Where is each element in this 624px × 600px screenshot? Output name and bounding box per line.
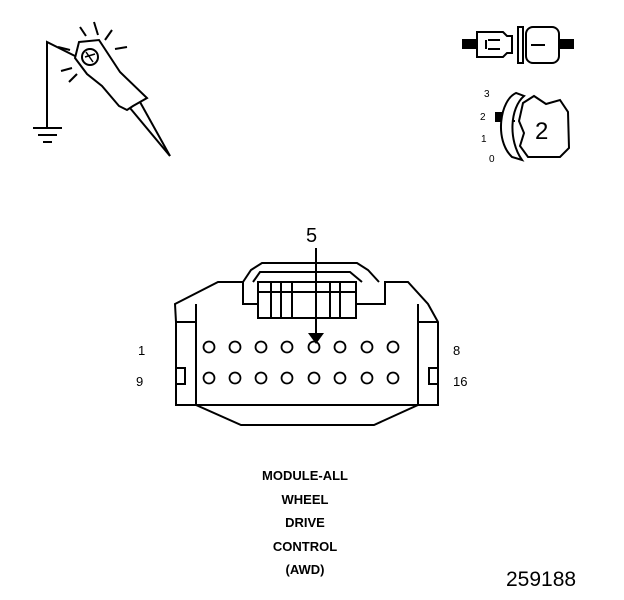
pin-cavity bbox=[280, 371, 294, 385]
caption-line: MODULE-ALL bbox=[262, 468, 348, 483]
pin-cavity bbox=[386, 371, 400, 385]
row1-start-pin-label: 1 bbox=[138, 343, 145, 358]
caption-line: CONTROL bbox=[272, 538, 338, 554]
pin-cavity bbox=[202, 371, 216, 385]
ignition-key-icon: 3 2 1 0 2 bbox=[480, 89, 571, 165]
row2-start-pin-label: 9 bbox=[136, 374, 143, 389]
key-position-number: 2 bbox=[535, 118, 548, 145]
connector-face-icon bbox=[173, 248, 439, 426]
key-position-label: 3 bbox=[484, 89, 490, 100]
pin-cavity bbox=[280, 340, 294, 354]
figure-number: 259188 bbox=[506, 568, 577, 591]
pin-cavity bbox=[333, 371, 347, 385]
row1-end-pin-label: 8 bbox=[453, 343, 460, 358]
pin-cavity bbox=[360, 340, 374, 354]
callout-pin-number: 5 bbox=[306, 225, 317, 247]
pin-cavity bbox=[202, 340, 216, 354]
caption-line: (AWD) bbox=[285, 562, 325, 577]
key-position-label: 1 bbox=[481, 134, 487, 145]
key-position-label: 0 bbox=[489, 154, 495, 165]
pin-cavity bbox=[386, 340, 400, 354]
caption-line: DRIVE bbox=[285, 515, 325, 530]
pin-cavity bbox=[254, 371, 268, 385]
key-position-label: 2 bbox=[480, 112, 486, 123]
pin-grid bbox=[202, 340, 400, 385]
connector-caption: MODULE-ALL WHEEL DRIVE CONTROL (AWD) bbox=[205, 464, 405, 582]
caption-line: WHEEL bbox=[281, 491, 329, 507]
pin-cavity bbox=[307, 340, 321, 354]
pin-cavity bbox=[228, 371, 242, 385]
connector-disconnect-icon bbox=[462, 26, 574, 64]
pin-cavity bbox=[254, 340, 268, 354]
pin-cavity bbox=[360, 371, 374, 385]
row2-end-pin-label: 16 bbox=[453, 374, 467, 389]
test-probe-ground-icon bbox=[33, 21, 171, 157]
pin-cavity bbox=[333, 340, 347, 354]
pin-cavity bbox=[228, 340, 242, 354]
pin-cavity bbox=[307, 371, 321, 385]
